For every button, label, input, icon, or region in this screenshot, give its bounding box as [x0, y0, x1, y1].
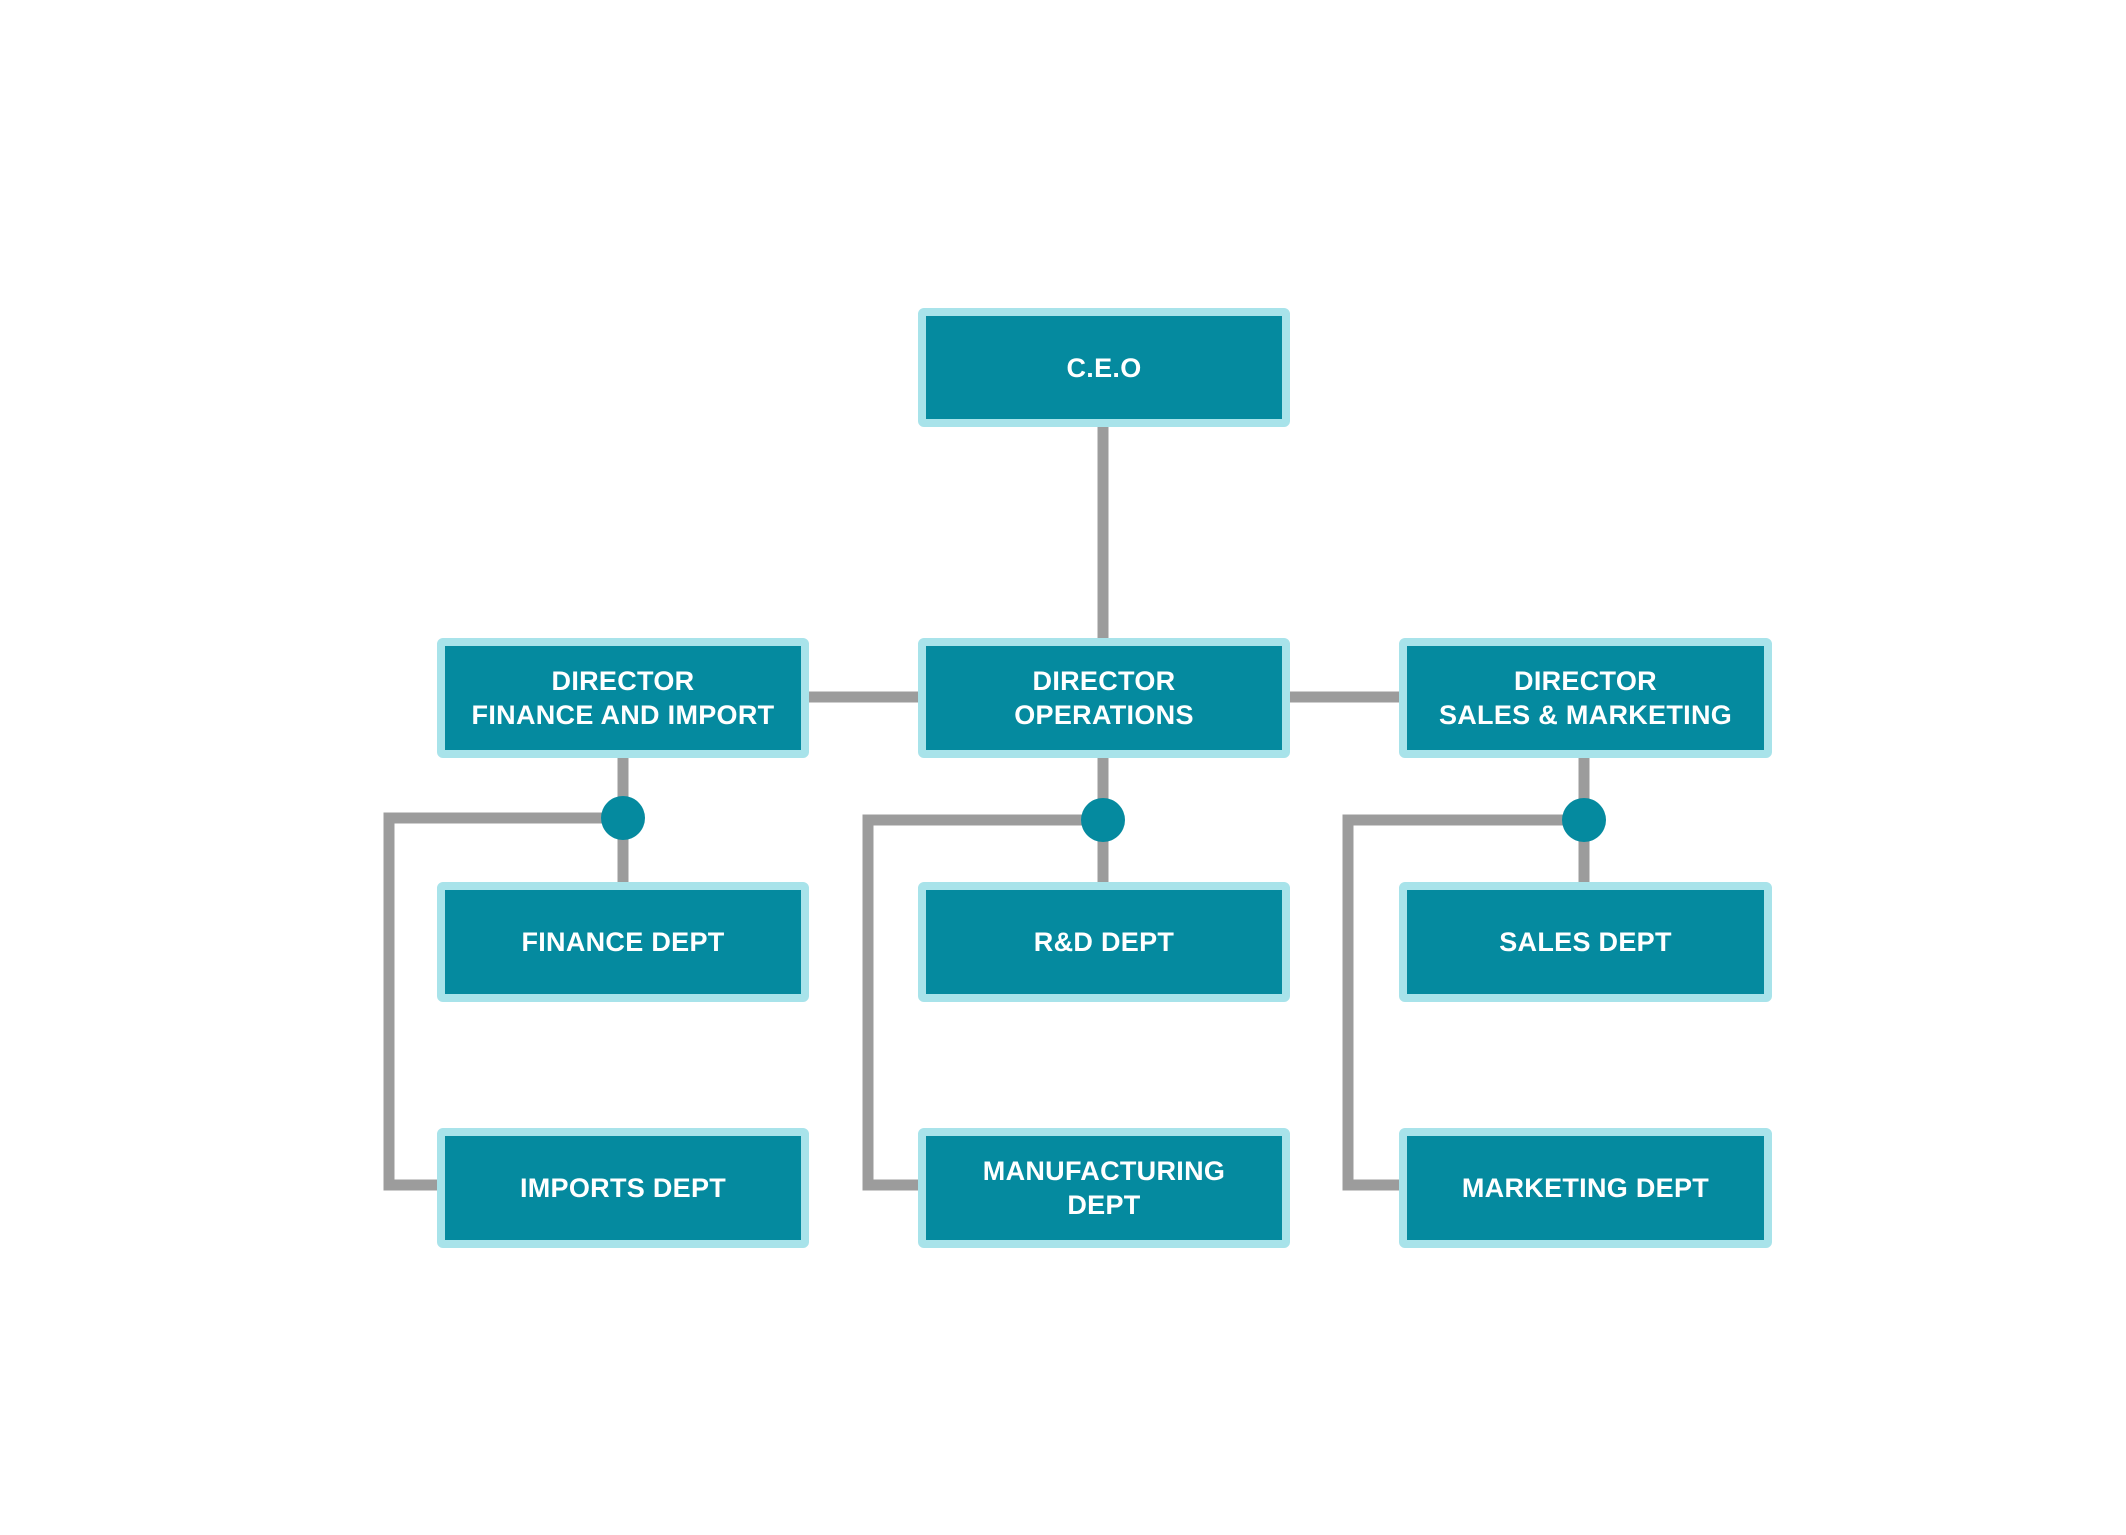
- marketing-dept-box: MARKETING DEPT: [1399, 1128, 1772, 1248]
- director-operations-area: OPERATIONS: [1014, 700, 1194, 730]
- rd-dept-label: R&D DEPT: [1033, 927, 1175, 957]
- ceo-box: C.E.O: [918, 308, 1290, 427]
- director-finance-area: FINANCE AND IMPORT: [471, 700, 775, 730]
- imports-dept-label: IMPORTS DEPT: [519, 1173, 727, 1203]
- manufacturing-dept-line1: MANUFACTURING: [982, 1156, 1226, 1186]
- ceo-label: C.E.O: [1066, 352, 1142, 383]
- junction-dot-finance: [601, 796, 645, 840]
- director-sales-title: DIRECTOR: [1514, 666, 1657, 696]
- director-finance-title: DIRECTOR: [551, 666, 695, 696]
- sales-dept-box: SALES DEPT: [1399, 882, 1772, 1002]
- manufacturing-dept-line2: DEPT: [1067, 1190, 1141, 1220]
- connector-operations-manufacturing: [862, 814, 1103, 1191]
- director-operations-title: DIRECTOR: [1032, 666, 1176, 696]
- manufacturing-dept-box: MANUFACTURING DEPT: [918, 1128, 1290, 1248]
- finance-dept-box: FINANCE DEPT: [437, 882, 809, 1002]
- director-finance-box: DIRECTOR FINANCE AND IMPORT: [437, 638, 809, 758]
- junction-dot-sales: [1562, 798, 1606, 842]
- marketing-dept-label: MARKETING DEPT: [1461, 1173, 1710, 1203]
- director-operations-box: DIRECTOR OPERATIONS: [918, 638, 1290, 758]
- sales-dept-label: SALES DEPT: [1499, 927, 1672, 957]
- director-sales-box: DIRECTOR SALES & MARKETING: [1399, 638, 1772, 758]
- connector-sales-marketing: [1342, 814, 1584, 1191]
- connector-finance-imports: [383, 812, 623, 1191]
- imports-dept-box: IMPORTS DEPT: [437, 1128, 809, 1248]
- rd-dept-box: R&D DEPT: [918, 882, 1290, 1002]
- finance-dept-label: FINANCE DEPT: [521, 927, 725, 957]
- junction-dot-operations: [1081, 798, 1125, 842]
- director-sales-area: SALES & MARKETING: [1438, 700, 1733, 730]
